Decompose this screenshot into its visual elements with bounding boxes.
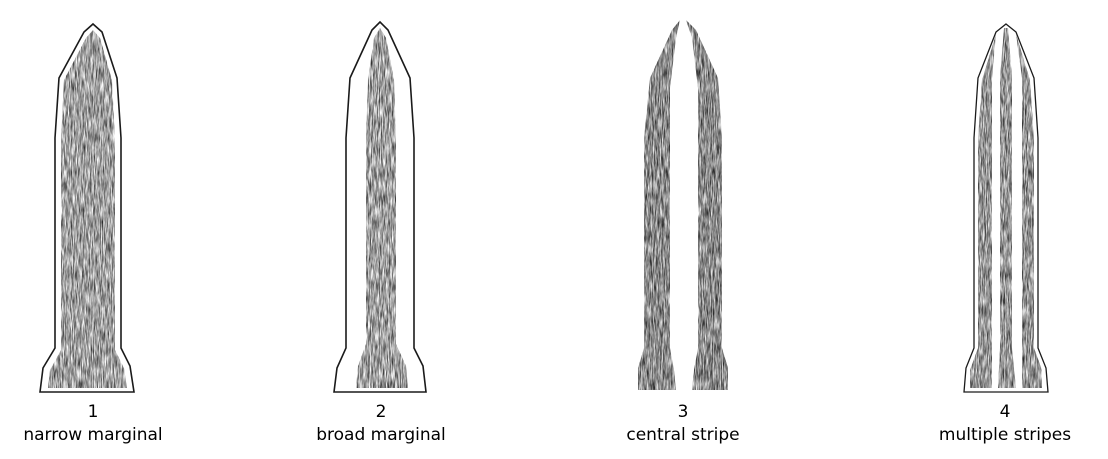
panel-number: 2 [306,402,456,422]
fill-center-stripe [998,28,1016,388]
fill-narrow-marginal [48,30,127,388]
panel-number: 3 [608,402,758,422]
panel-number: 4 [930,402,1080,422]
panel-number: 1 [18,402,168,422]
leaf-multiple-stripes-drawing [930,18,1080,400]
panel-broad-marginal: 2 broad marginal [306,0,456,459]
fill-right-band [686,20,728,390]
panel-multiple-stripes: 4 multiple stripes [930,0,1080,459]
fill-left-band [638,20,680,390]
panel-label: broad marginal [306,425,456,445]
leaf-narrow-marginal-drawing [18,18,168,400]
panel-label: narrow marginal [18,425,168,445]
leaf-central-stripe-drawing [608,18,758,400]
fill-broad-marginal [356,28,408,388]
panel-label: central stripe [608,425,758,445]
panel-central-stripe: 3 central stripe [608,0,758,459]
panel-narrow-marginal: 1 narrow marginal [18,0,168,459]
panel-label: multiple stripes [930,425,1080,445]
leaf-broad-marginal-drawing [306,18,456,400]
